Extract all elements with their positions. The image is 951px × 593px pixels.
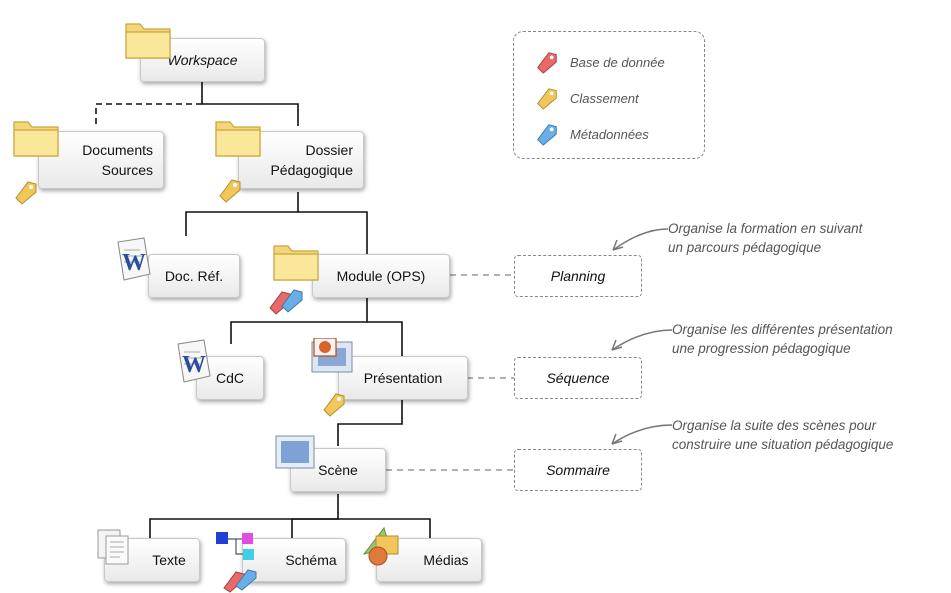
- documents-sources-node[interactable]: Documents Sources: [38, 131, 164, 189]
- schema-node[interactable]: Schéma: [242, 538, 346, 582]
- workspace-label: Workspace: [167, 52, 238, 68]
- medias-label: Médias: [423, 552, 469, 568]
- planning-note: Organise la formation en suivant un parc…: [668, 221, 863, 255]
- folder-icon: [13, 121, 59, 157]
- word-document-icon: W: [177, 339, 211, 383]
- doc-ref-node[interactable]: Doc. Réf.: [148, 254, 240, 298]
- folder-icon: [215, 121, 261, 157]
- scene-label: Scène: [318, 462, 358, 478]
- sommaire-view[interactable]: Sommaire: [514, 449, 642, 491]
- tag-database-icon: [537, 52, 557, 74]
- sommaire-label: Sommaire: [546, 462, 610, 478]
- sequence-note: Organise les différentes présentation un…: [672, 322, 893, 356]
- presentation-node[interactable]: Présentation: [338, 356, 468, 400]
- tags-database-metadata-icon: [269, 289, 303, 315]
- tags-database-metadata-icon: [223, 569, 257, 593]
- legend-item-classement: Classement: [534, 85, 639, 111]
- texte-label: Texte: [152, 552, 186, 568]
- legend-item-base-de-donnee: Base de donnée: [534, 49, 665, 75]
- workspace-node[interactable]: Workspace: [140, 38, 265, 82]
- sequence-label: Séquence: [546, 370, 610, 386]
- tag-classement-icon: [323, 393, 345, 417]
- tag-classement-icon: [15, 181, 37, 205]
- svg-text:W: W: [182, 352, 206, 378]
- folder-icon: [273, 245, 319, 281]
- module-ops-label: Module (OPS): [336, 268, 426, 284]
- text-document-icon: [97, 529, 129, 565]
- folder-icon: [125, 23, 171, 59]
- sequence-view[interactable]: Séquence: [514, 357, 642, 399]
- documents-sources-label: Documents Sources: [82, 142, 153, 178]
- sommaire-note: Organise la suite des scènes pour constr…: [672, 418, 894, 452]
- dossier-pedagogique-label: Dossier Pédagogique: [270, 142, 353, 178]
- tag-metadata-icon: [537, 124, 557, 146]
- scene-slide-icon: [275, 435, 315, 469]
- scene-node[interactable]: Scène: [290, 448, 386, 492]
- presentation-icon: [311, 338, 353, 373]
- schema-icon: [216, 532, 254, 560]
- legend-box: Base de donnée Classement Métadonnées: [513, 31, 705, 159]
- planning-view[interactable]: Planning: [514, 255, 642, 297]
- svg-text:W: W: [122, 250, 146, 276]
- legend-item-metadonnees: Métadonnées: [534, 121, 649, 147]
- doc-ref-label: Doc. Réf.: [164, 268, 224, 284]
- module-ops-node[interactable]: Module (OPS): [312, 254, 450, 298]
- planning-label: Planning: [550, 268, 606, 284]
- schema-label: Schéma: [285, 552, 337, 568]
- presentation-label: Présentation: [363, 370, 443, 386]
- tag-classement-icon: [537, 88, 557, 110]
- word-document-icon: W: [117, 237, 151, 281]
- cdc-label: CdC: [215, 370, 244, 386]
- media-shapes-icon: [362, 526, 399, 566]
- tag-classement-icon: [219, 179, 241, 203]
